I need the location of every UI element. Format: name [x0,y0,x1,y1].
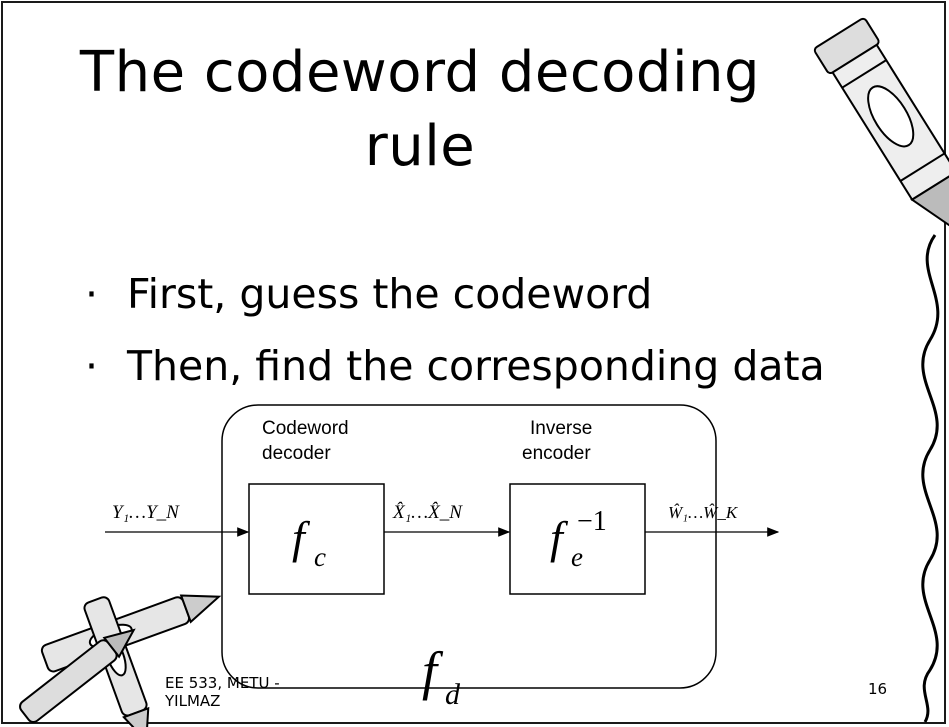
footer-line1: EE 533, METU - [165,674,280,692]
footer-line2: YILMAZ [165,692,221,710]
bullet-item: · Then, find the corresponding data [85,330,825,402]
inverse-encoder-box [509,483,646,595]
encoder-label-line1: Inverse [530,418,592,439]
fc-subscript: c [314,542,326,572]
bullet-dot-icon: · [85,342,99,390]
bullet-text: First, guess the codeword [127,270,653,318]
fe-subscript: e [571,542,583,572]
middle-signal-label: X̂₁…X̂_N [392,502,463,523]
encoder-label-line2: encoder [522,443,591,464]
footer-course-label: EE 533, METU - YILMAZ [165,674,280,710]
slide-title: The codeword decoding rule [79,40,761,179]
decoder-label-line1: Codeword [262,418,349,439]
decoder-outer-box [221,404,717,689]
fe-superscript: −1 [577,506,607,537]
bullet-text: Then, find the corresponding data [127,342,825,390]
codeword-decoder-box [248,483,385,595]
bullet-item: · First, guess the codeword [85,258,825,330]
decoder-label-line2: decoder [262,443,331,464]
output-signal-label: Ŵ₁…Ŵ_K [668,503,739,522]
input-signal-label: Y₁…Y_N [112,502,180,523]
fd-subscript: d [445,678,461,711]
squiggle-line [921,234,940,723]
bullet-list: · First, guess the codeword · Then, find t… [85,258,825,402]
bullet-dot-icon: · [85,270,99,318]
page-number: 16 [868,680,888,698]
